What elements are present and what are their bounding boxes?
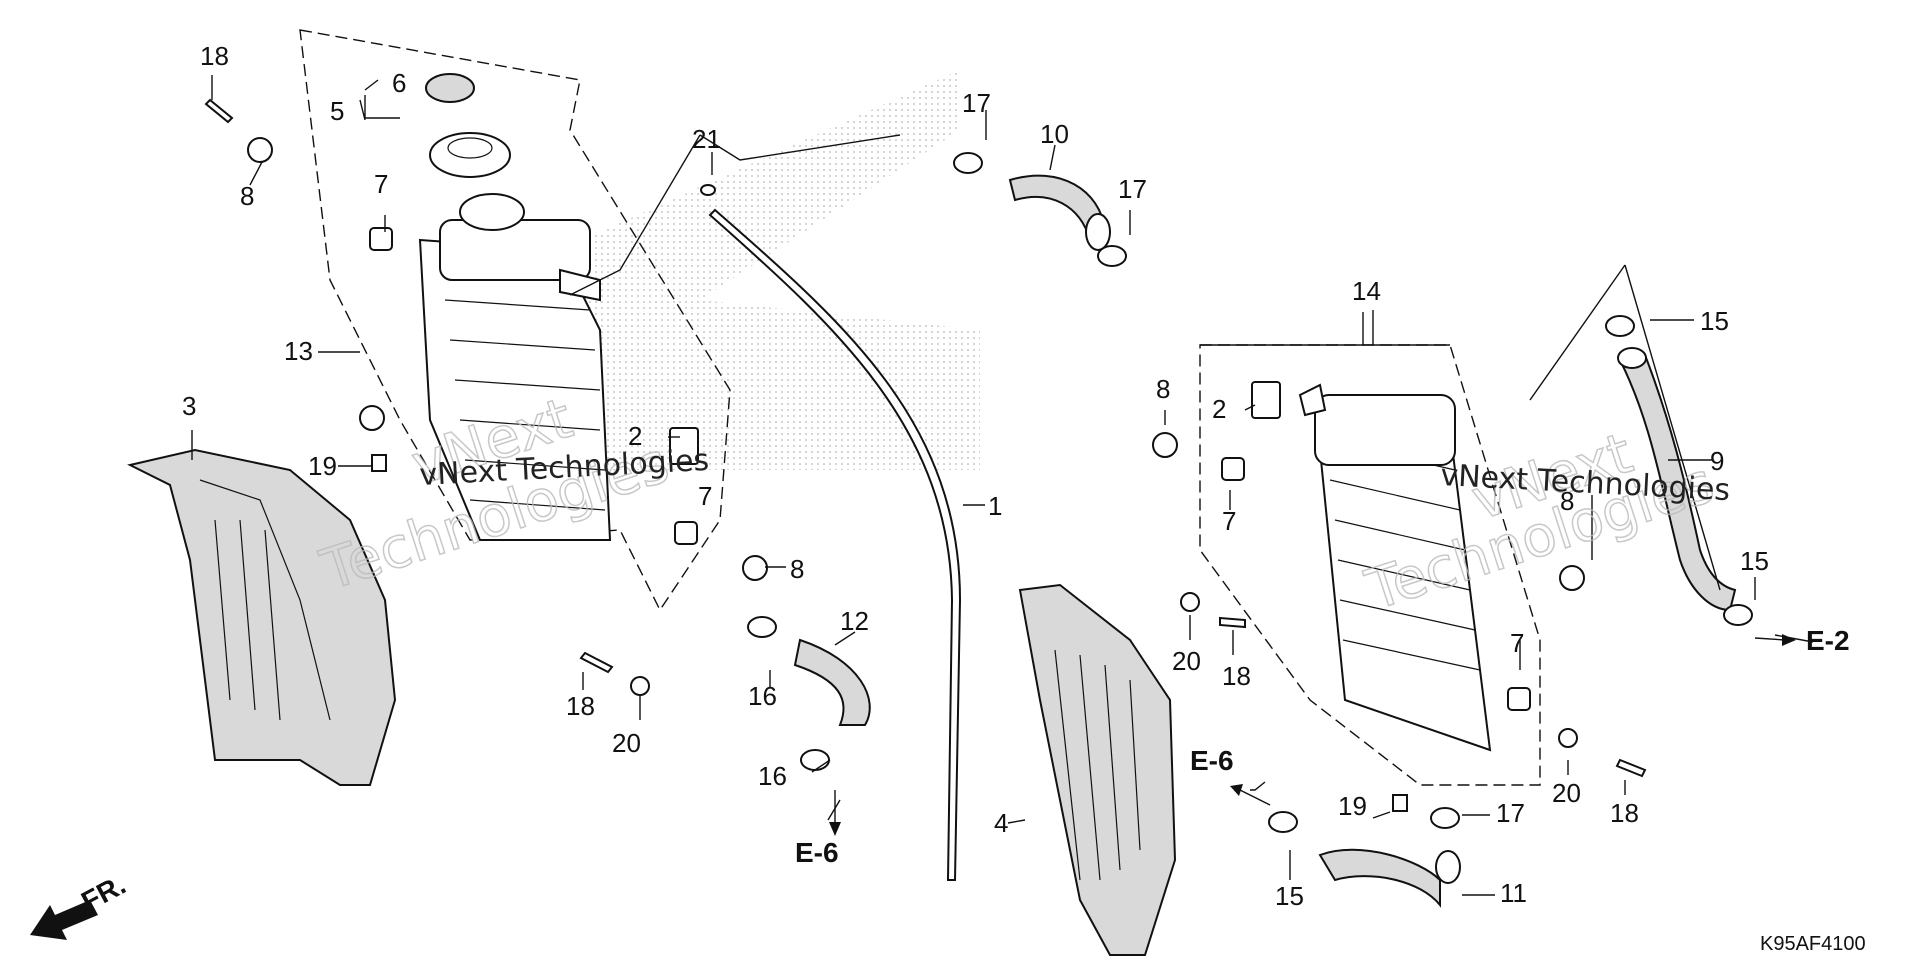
callout-7: 7 bbox=[698, 481, 712, 511]
left-radiator bbox=[418, 193, 612, 541]
lower-right-hose bbox=[1318, 848, 1461, 908]
callout-15: 15 bbox=[1700, 306, 1729, 336]
callout-18: 18 bbox=[1222, 661, 1251, 691]
callout-7: 7 bbox=[374, 169, 388, 199]
watermark: vNext Technologies vNext Technologies vN… bbox=[313, 385, 1731, 624]
callout-8: 8 bbox=[1560, 486, 1574, 516]
callout-19: 19 bbox=[308, 451, 337, 481]
right-hose bbox=[1617, 347, 1737, 612]
callout-7: 7 bbox=[1510, 628, 1524, 658]
reference-e6-left: E-6 bbox=[795, 837, 839, 868]
callout-8: 8 bbox=[240, 181, 254, 211]
reference-labels: E-6 E-6 E-2 bbox=[795, 625, 1850, 868]
callout-20: 20 bbox=[612, 728, 641, 758]
callout-17: 17 bbox=[1496, 798, 1525, 828]
callout-16: 16 bbox=[748, 681, 777, 711]
radiator-cap bbox=[425, 73, 511, 178]
callout-11: 11 bbox=[1500, 878, 1527, 908]
callout-17: 17 bbox=[962, 88, 991, 118]
callout-2: 2 bbox=[628, 421, 642, 451]
callout-18: 18 bbox=[1610, 798, 1639, 828]
right-radiator-cover bbox=[1018, 583, 1177, 956]
callout-18: 18 bbox=[200, 41, 229, 71]
callout-2: 2 bbox=[1212, 394, 1226, 424]
callout-9: 9 bbox=[1710, 446, 1724, 476]
upper-hose bbox=[1008, 174, 1111, 251]
right-radiator bbox=[1298, 383, 1492, 752]
callout-18: 18 bbox=[566, 691, 595, 721]
callout-20: 20 bbox=[1172, 646, 1201, 676]
reference-e6-right: E-6 bbox=[1190, 745, 1234, 776]
reference-arrows bbox=[829, 634, 1796, 836]
callout-5: 5 bbox=[330, 96, 344, 126]
overflow-tube bbox=[708, 208, 962, 881]
diagram-code: K95AF4100 bbox=[1760, 933, 1866, 955]
callout-17: 17 bbox=[1118, 174, 1147, 204]
background-emblem bbox=[500, 70, 980, 470]
callout-14: 14 bbox=[1352, 276, 1381, 306]
front-direction-arrow: FR. bbox=[30, 869, 131, 940]
callout-16: 16 bbox=[758, 761, 787, 791]
callout-7: 7 bbox=[1222, 506, 1236, 536]
callout-13: 13 bbox=[284, 336, 313, 366]
callout-3: 3 bbox=[182, 391, 196, 421]
callout-4: 4 bbox=[994, 808, 1008, 838]
leader-lines bbox=[191, 75, 1814, 896]
callout-8: 8 bbox=[790, 554, 804, 584]
callout-20: 20 bbox=[1552, 778, 1581, 808]
callout-15: 15 bbox=[1275, 881, 1304, 911]
callout-6: 6 bbox=[392, 68, 406, 98]
callout-labels: 18 6 5 8 7 13 3 19 21 2 7 8 12 16 16 18 … bbox=[182, 41, 1769, 911]
right-assembly-boundary bbox=[1199, 344, 1541, 786]
callout-10: 10 bbox=[1040, 119, 1069, 149]
callout-21: 21 bbox=[692, 124, 721, 154]
reference-e2: E-2 bbox=[1806, 625, 1850, 656]
small-fasteners bbox=[204, 98, 1753, 833]
left-radiator-cover bbox=[127, 448, 397, 786]
callout-19: 19 bbox=[1338, 791, 1367, 821]
callout-12: 12 bbox=[840, 606, 869, 636]
callout-8: 8 bbox=[1156, 374, 1170, 404]
callout-15: 15 bbox=[1740, 546, 1769, 576]
callout-1: 1 bbox=[988, 491, 1002, 521]
lower-left-hose bbox=[793, 638, 871, 726]
